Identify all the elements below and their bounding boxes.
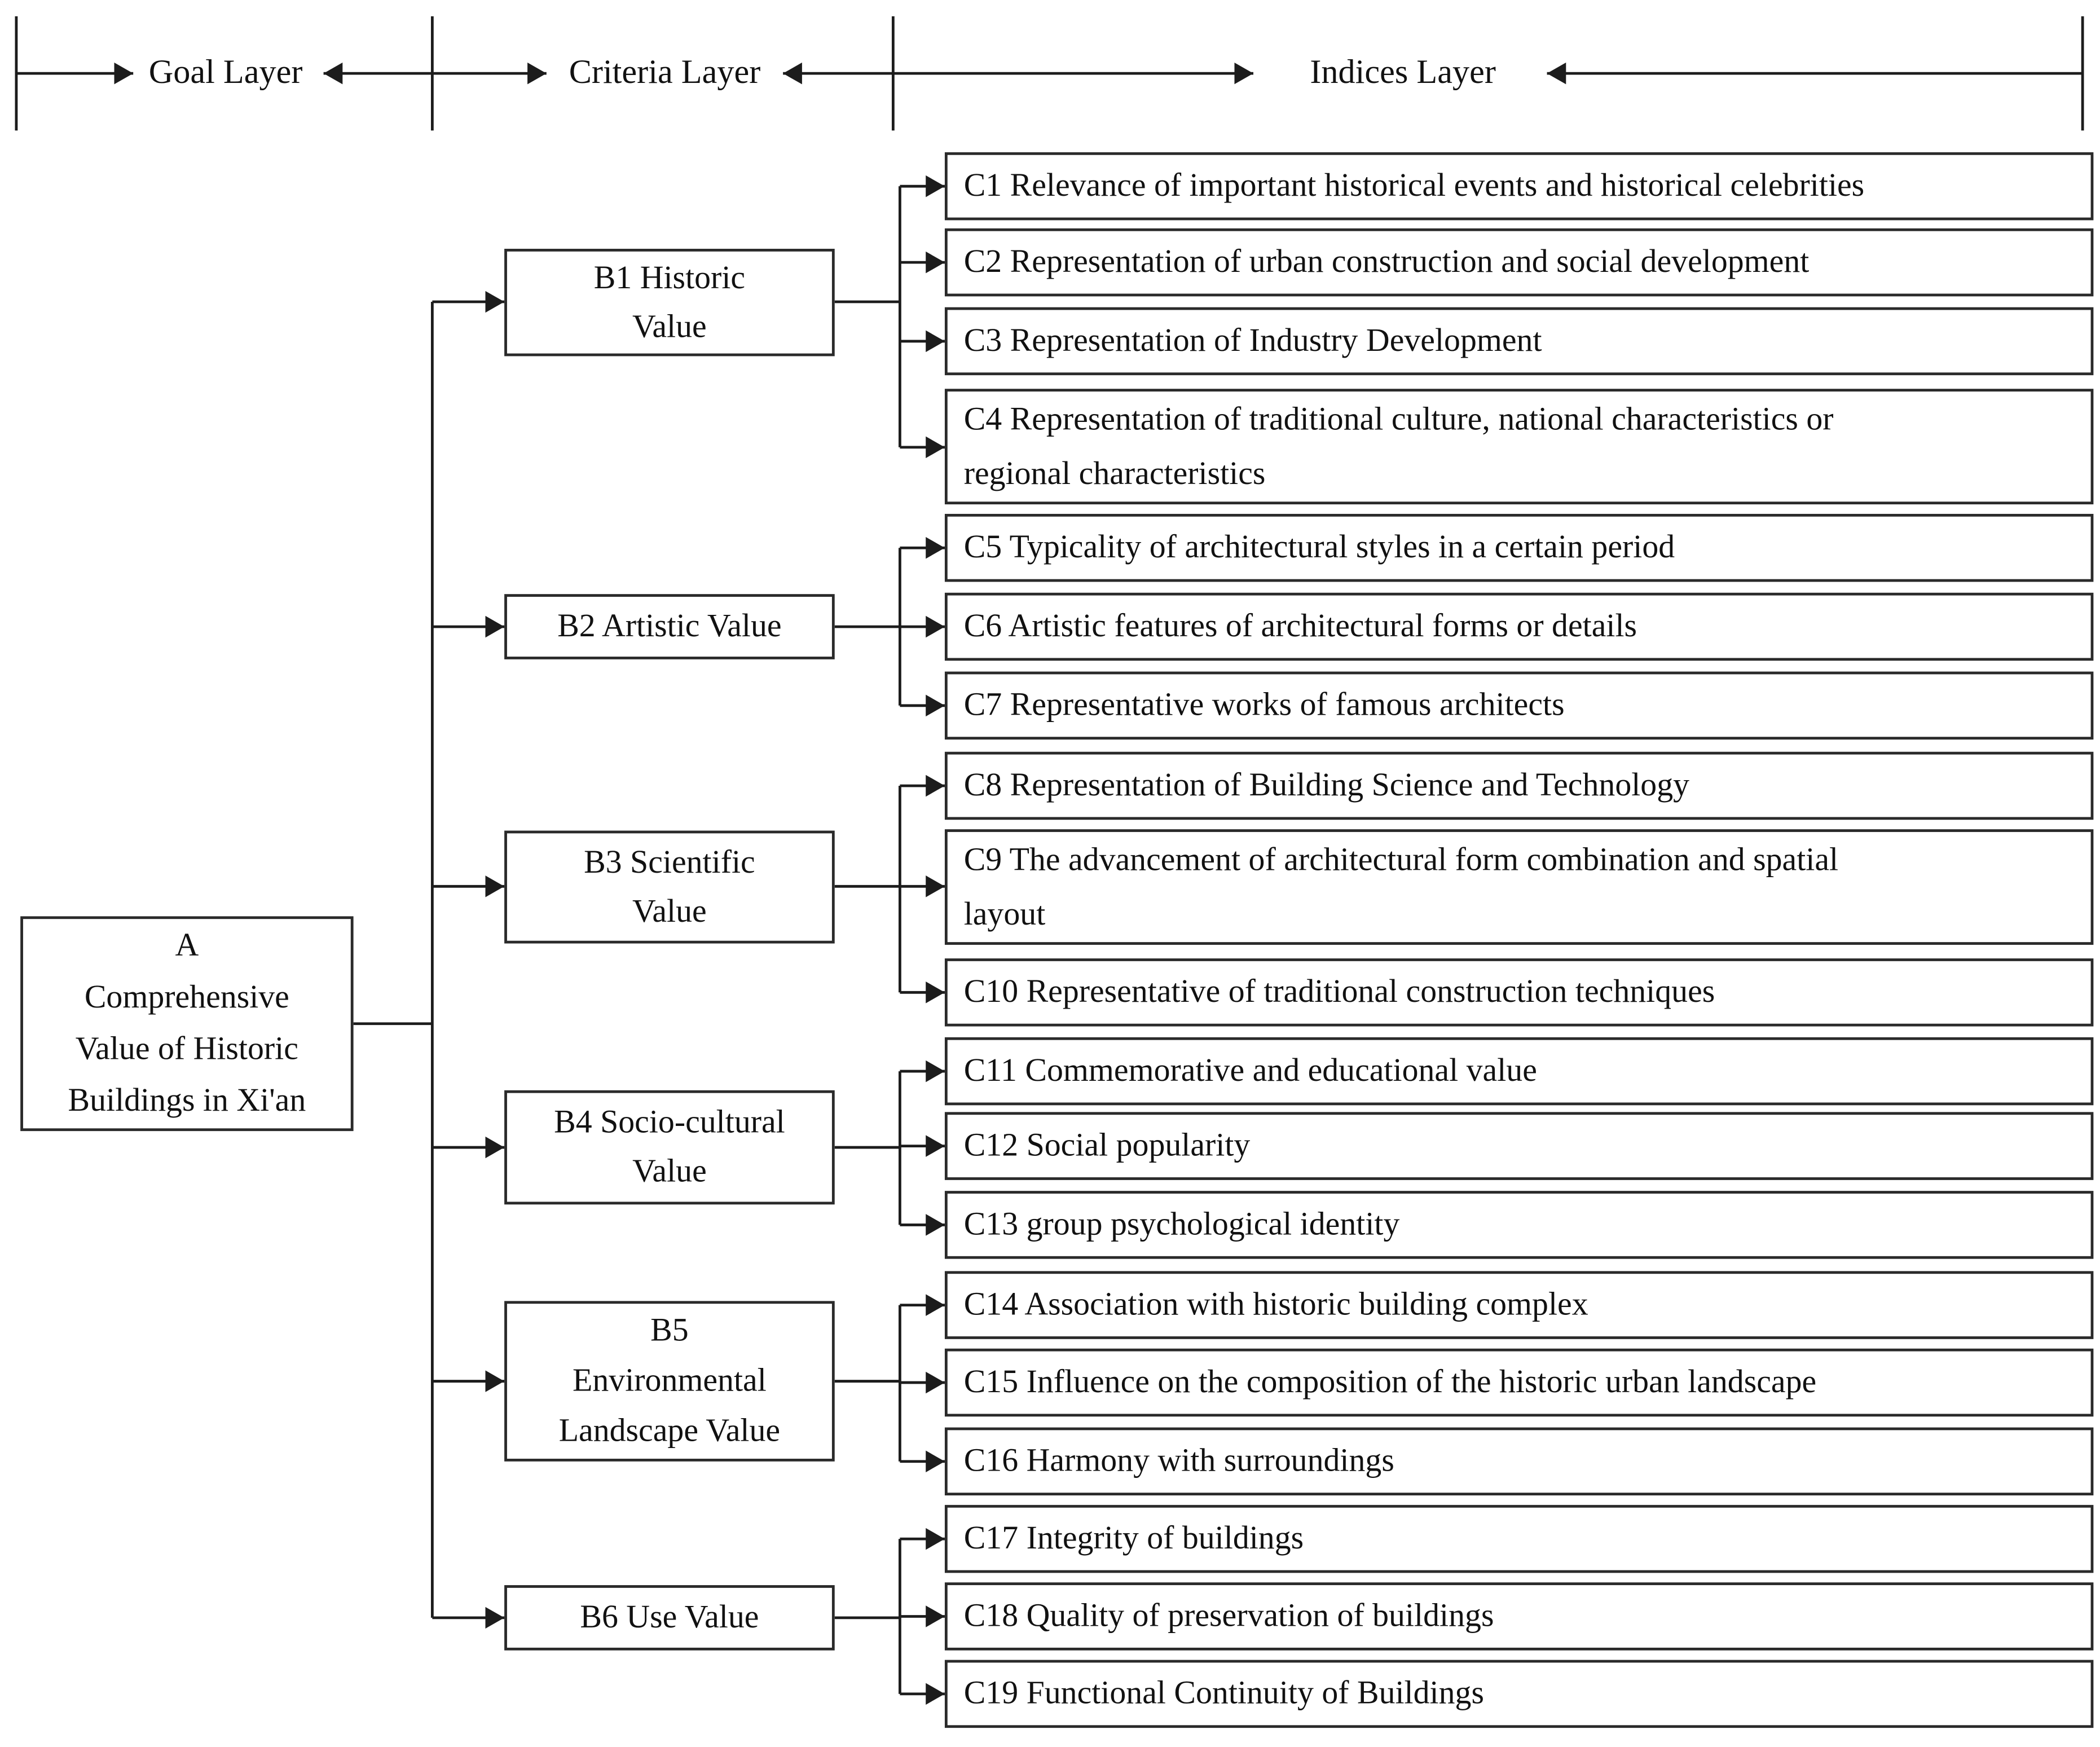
index-box-c5: C5 Typicality of architectural styles in… xyxy=(944,513,2094,582)
index-box-c12: C12 Social popularity xyxy=(944,1112,2094,1180)
criteria-box-b4: B4 Socio-cultural Value xyxy=(504,1090,835,1205)
index-box-c3: C3 Representation of Industry Developmen… xyxy=(944,307,2094,376)
criteria-box-b2: B2 Artistic Value xyxy=(504,594,835,659)
index-box-c13: C13 group psychological identity xyxy=(944,1191,2094,1259)
index-box-c16: C16 Harmony with surroundings xyxy=(944,1427,2094,1495)
index-box-c14: C14 Association with historic building c… xyxy=(944,1271,2094,1339)
index-box-c2: C2 Representation of urban construction … xyxy=(944,228,2094,297)
header-goal-layer-label: Goal Layer xyxy=(143,54,309,93)
index-box-c9: C9 The advancement of architectural form… xyxy=(944,829,2094,945)
index-box-c17: C17 Integrity of buildings xyxy=(944,1504,2094,1573)
header-criteria-layer-label: Criteria Layer xyxy=(563,54,766,93)
criteria-box-b3: B3 Scientific Value xyxy=(504,830,835,944)
index-box-c4: C4 Representation of traditional culture… xyxy=(944,389,2094,505)
criteria-box-b6: B6 Use Value xyxy=(504,1585,835,1651)
index-box-c7: C7 Representative works of famous archit… xyxy=(944,671,2094,740)
index-box-c11: C11 Commemorative and educational value xyxy=(944,1037,2094,1106)
index-box-c10: C10 Representative of traditional constr… xyxy=(944,958,2094,1027)
index-box-c6: C6 Artistic features of architectural fo… xyxy=(944,592,2094,661)
index-box-c15: C15 Influence on the composition of the … xyxy=(944,1348,2094,1417)
goal-box-a: A Comprehensive Value of Historic Buildi… xyxy=(20,916,354,1132)
index-box-c8: C8 Representation of Building Science an… xyxy=(944,751,2094,820)
index-box-c19: C19 Functional Continuity of Buildings xyxy=(944,1660,2094,1728)
index-box-c18: C18 Quality of preservation of buildings xyxy=(944,1582,2094,1651)
criteria-box-b1: B1 Historic Value xyxy=(504,249,835,357)
criteria-box-b5: B5 Environmental Landscape Value xyxy=(504,1301,835,1462)
header-indices-layer-label: Indices Layer xyxy=(1304,54,1502,93)
index-box-c1: C1 Relevance of important historical eve… xyxy=(944,152,2094,221)
